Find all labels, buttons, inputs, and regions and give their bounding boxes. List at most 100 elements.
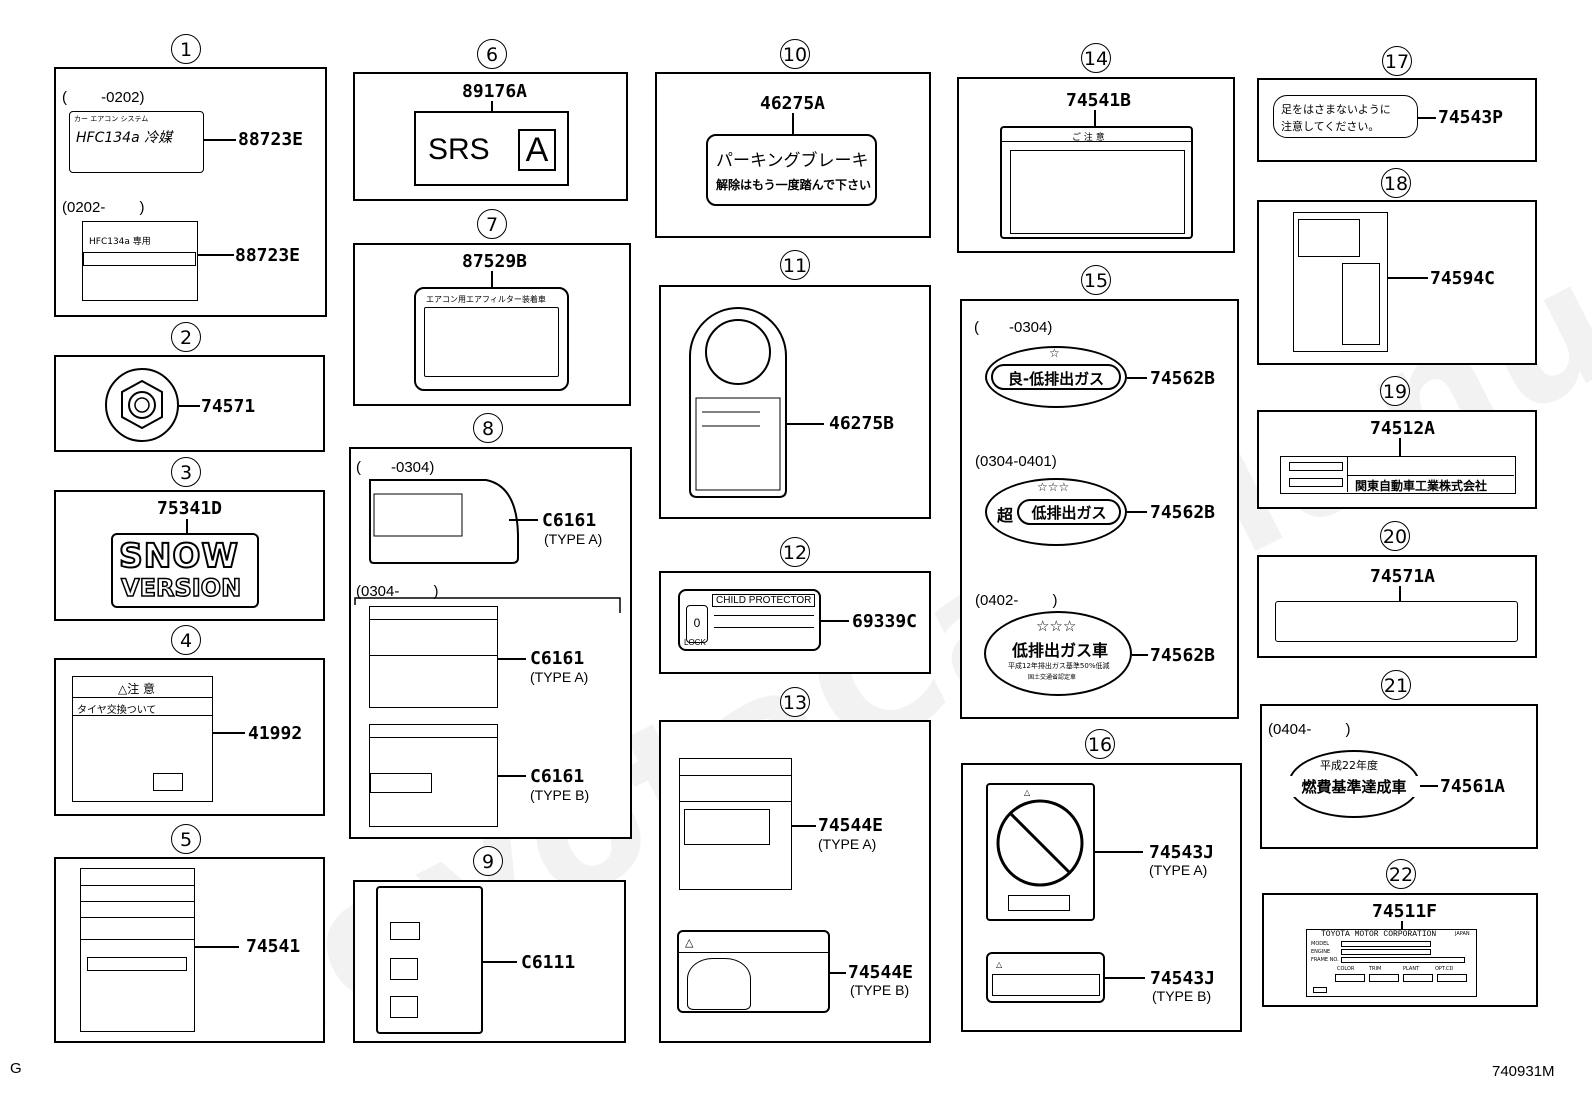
label-74541b: ご 注 意 [1000,126,1193,239]
leader [1401,921,1403,929]
label-74594c [1293,212,1388,352]
label-88723e-a: カー エアコン システム HFC134a 冷媒 [69,111,204,173]
part-87529b: 87529B [462,251,528,272]
plate-header: TOYOTA MOTOR CORPORATION [1321,930,1437,939]
type-74543j-b: (TYPE B) [1152,988,1212,1004]
year-text: 平成22年度 [1320,759,1378,772]
snow-version-badge: SNOW VERSION [111,533,259,608]
label-text: HFC134a 冷媒 [76,130,173,146]
callout-9: 9 [473,846,503,876]
leader [509,519,538,521]
label-87529b: エアコン用エアフィルター装着車 [414,287,569,391]
vin-plate: TOYOTA MOTOR CORPORATION JAPAN MODEL ENG… [1306,929,1477,997]
leader [1399,586,1401,601]
part-69339c: 69339C [852,611,918,632]
child-protector-head: CHILD PROTECTOR [712,594,816,607]
part-74543p: 74543P [1438,107,1504,128]
leader [792,113,794,134]
lock-text: LOCK [684,638,706,647]
range-1b: (0202- ) [62,199,145,216]
part-74571: 74571 [201,396,256,417]
leader [1420,785,1438,787]
type-74544e-b: (TYPE B) [850,982,910,998]
fuel-efficiency-oval: 平成22年度 燃費基準達成車 [1288,750,1420,818]
type-c6161-b: (TYPE A) [530,669,589,685]
callout-10: 10 [780,39,810,69]
part-88723e-a: 88723E [238,129,304,150]
part-74561a: 74561A [1440,776,1506,797]
label-c6161-b [369,606,498,708]
label-74571a [1275,601,1518,642]
three-star-icon: ☆☆☆ [1037,480,1070,494]
range-21: (0404- ) [1268,721,1351,738]
badge-line-1: SNOW [118,535,239,576]
srs-label: SRS A [414,111,569,186]
caution-text: △注 意 [118,682,156,696]
part-88723e-b: 88723E [235,245,301,266]
callout-17: 17 [1382,46,1412,76]
leader [213,732,245,734]
range-15b: (0304-0401) [975,453,1057,470]
type-74544e-a: (TYPE A) [818,836,877,852]
leader [483,961,517,963]
part-c6161-b: C6161 [530,648,585,669]
callout-5: 5 [171,824,201,854]
range-8b: (0304- ) [356,583,439,600]
part-46275a: 46275A [760,93,826,114]
lock-switch: 0 [686,605,708,643]
low-emission-oval-c: ☆☆☆ 低排出ガス車 平成12年排出ガス基準50%低減 国土交通省認定車 [984,611,1132,696]
type-74543j-a: (TYPE A) [1149,862,1208,878]
leader [195,946,239,948]
part-74543j-a: 74543J [1149,842,1215,863]
part-74511f: 74511F [1372,901,1438,922]
star-icon: ☆ [1049,346,1060,360]
leader [186,519,188,533]
plate-col-color: COLOR [1337,966,1355,972]
leader [491,271,493,287]
label-88723e-b: HFC134a 専用 [82,221,198,301]
leader [1127,377,1147,379]
label-74543p: 足をはさまないように 注意してください。 [1273,95,1418,138]
leader [178,405,200,407]
leader [198,254,234,256]
label-header: エアコン用エアフィルター装着車 [426,295,546,304]
label-line-1: 足をはさまないように [1281,103,1391,116]
part-74544e-a: 74544E [818,815,884,836]
label-74543j-a: △ [986,783,1095,921]
callout-16: 16 [1085,729,1115,759]
range-15c: (0402- ) [975,592,1058,609]
label-74544e-a [679,758,792,890]
srs-text: SRS [428,133,490,166]
part-46275b: 46275B [829,413,895,434]
label-header: ご 注 意 [1072,133,1105,143]
leader [1127,511,1147,513]
label-text: HFC134a 専用 [89,237,151,247]
footer-left-code: G [10,1060,22,1077]
leader [491,101,493,111]
oval-text: 低排出ガス [1017,499,1121,525]
panel-11 [659,285,931,519]
range-15a: ( -0304) [974,319,1053,336]
part-74512a: 74512A [1370,418,1436,439]
part-74544e-b: 74544E [848,962,914,983]
oval-text: 良-低排出ガス [991,364,1121,390]
part-74594c: 74594C [1430,268,1496,289]
range-8a: ( -0304) [356,459,435,476]
callout-4: 4 [171,625,201,655]
callout-18: 18 [1381,168,1411,198]
callout-22: 22 [1386,859,1416,889]
leader [204,139,236,141]
part-74562b-c: 74562B [1150,645,1216,666]
leader [1399,438,1401,456]
no-foot-icon [996,799,1084,887]
label-line-1: パーキングブレーキ [716,151,869,171]
maker-text: 関東自動車工業株式会社 [1355,479,1488,493]
part-74541b: 74541B [1066,90,1132,111]
panel-2 [54,355,325,452]
label-c6111 [376,886,483,1034]
oval-sub-2: 国土交通省認定車 [1028,674,1077,681]
footer-figure-number: 740931M [1492,1063,1555,1080]
leader [1105,977,1145,979]
plate-col-trim: TRIM [1369,966,1382,972]
label-line-2: 注意してください。 [1281,120,1380,133]
